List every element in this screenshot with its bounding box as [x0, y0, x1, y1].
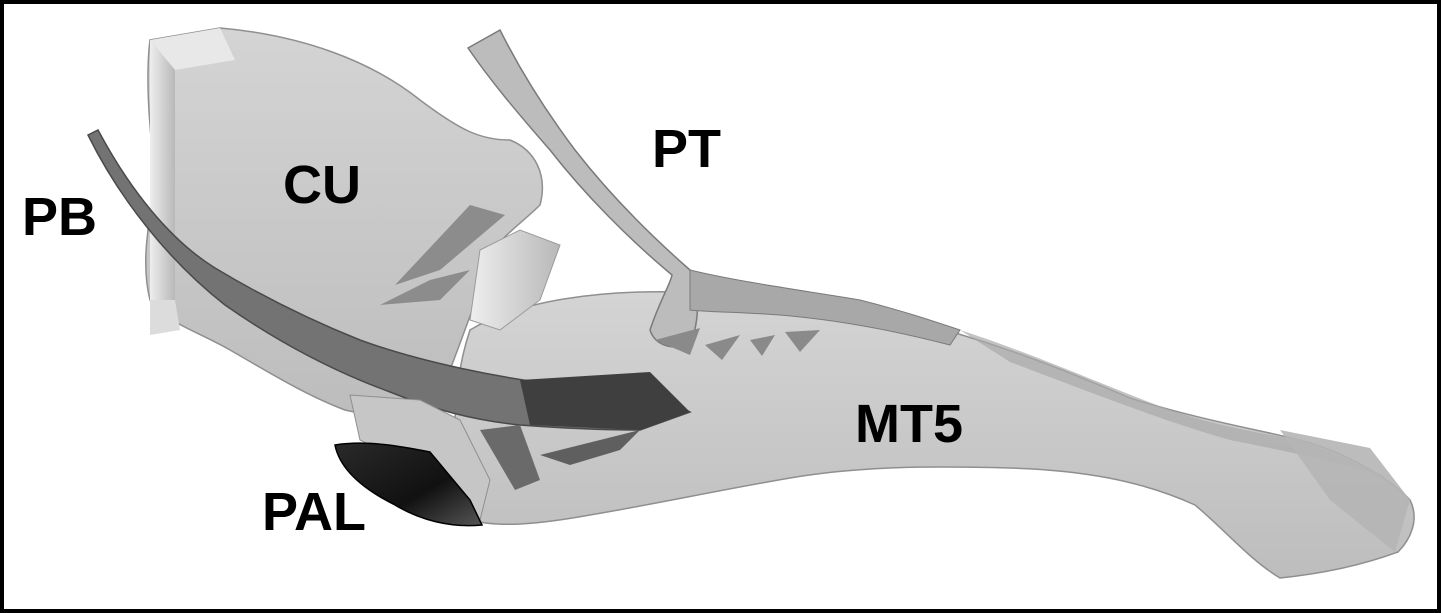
- mt5-label: MT5: [855, 397, 963, 451]
- cu-label: CU: [283, 158, 361, 212]
- pal-label: PAL: [262, 485, 366, 539]
- pt-label: PT: [652, 122, 721, 176]
- pb-label: PB: [22, 190, 97, 244]
